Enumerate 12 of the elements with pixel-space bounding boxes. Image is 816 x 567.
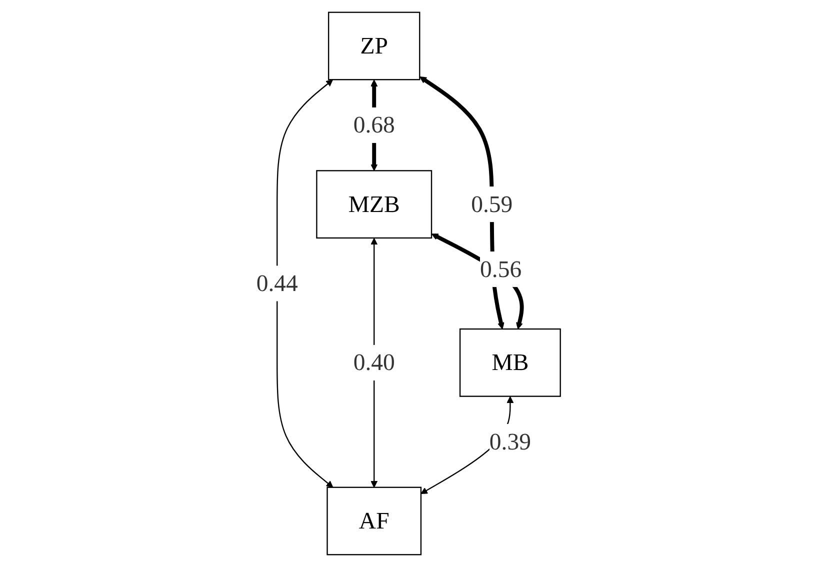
edge-label: 0.68 <box>352 112 395 138</box>
node-box: ZP <box>328 12 420 80</box>
node-box: AF <box>326 486 422 556</box>
edge-label: 0.40 <box>352 350 395 376</box>
edge-label: 0.56 <box>480 256 522 282</box>
edge-label: 0.44 <box>256 270 298 297</box>
node-box: MB <box>459 328 561 397</box>
arrow <box>276 80 333 488</box>
edge-label: 0.59 <box>470 191 512 218</box>
edge-label: 0.39 <box>489 428 531 455</box>
arrow <box>431 233 524 330</box>
node-box: MZB <box>316 170 432 239</box>
